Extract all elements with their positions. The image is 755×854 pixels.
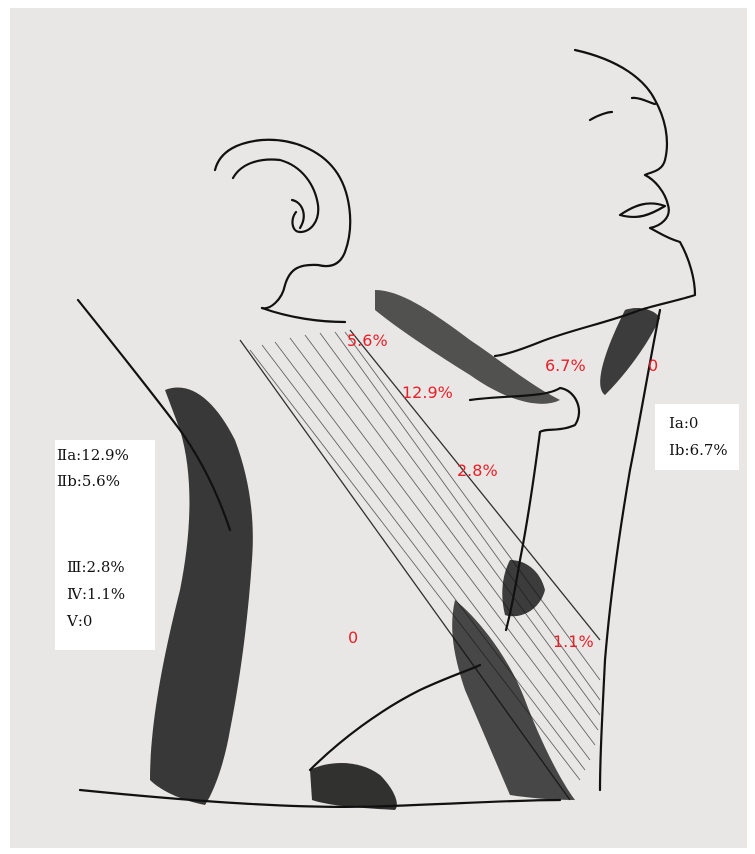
legend-right: Ⅰa:0 Ⅰb:6.7% [655, 404, 739, 470]
legend-left: Ⅱa:12.9% Ⅱb:5.6% Ⅲ:2.8% Ⅳ:1.1% Ⅴ:0 [55, 440, 155, 650]
legend-left-item-IIa: Ⅱa:12.9% [57, 448, 129, 463]
legend-left-item-IIb: Ⅱb:5.6% [57, 474, 120, 489]
legend-right-item-Ia: Ⅰa:0 [669, 416, 698, 431]
legend-left-item-V: Ⅴ:0 [67, 614, 92, 629]
level-Ib-annotation: 6.7% [545, 358, 586, 374]
legend-left-item-III: Ⅲ:2.8% [67, 560, 125, 575]
level-IIb-annotation: 5.6% [347, 333, 388, 349]
legend-left-item-IV: Ⅳ:1.1% [67, 587, 125, 602]
paper-background [10, 8, 747, 848]
level-IIa-annotation: 12.9% [402, 385, 453, 401]
level-V-annotation: 0 [348, 630, 358, 646]
level-IV-annotation: 1.1% [553, 634, 594, 650]
level-Ia-annotation: 0 [648, 358, 658, 374]
level-III-annotation: 2.8% [457, 463, 498, 479]
legend-right-item-Ib: Ⅰb:6.7% [669, 443, 728, 458]
